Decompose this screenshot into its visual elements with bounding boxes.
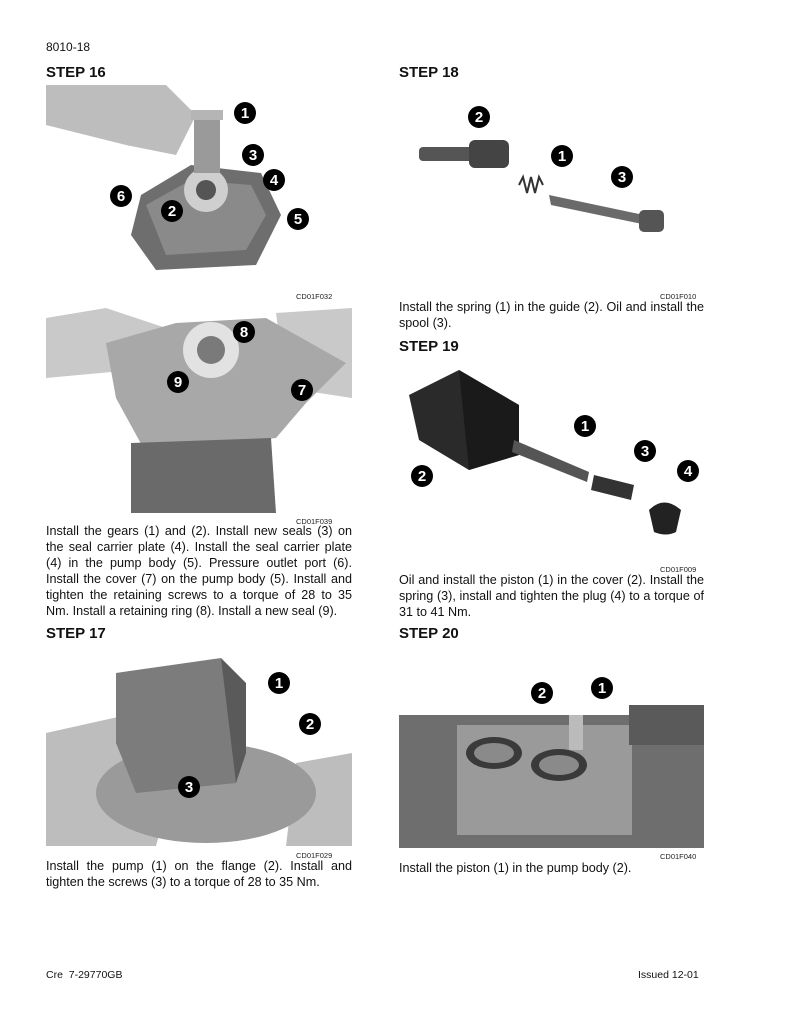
- callout-label: 3: [618, 169, 626, 186]
- callout-label: 7: [298, 382, 306, 399]
- figure-code: CD01F029: [296, 851, 333, 860]
- page-number: 8010-18: [46, 40, 91, 54]
- callout-label: 1: [598, 680, 606, 697]
- callout-label: 3: [249, 147, 257, 164]
- step-17-instructions: Install the pump (1) on the flange (2). …: [46, 859, 352, 889]
- step-20-photo: 2 1: [399, 675, 704, 848]
- callout-label: 1: [581, 418, 589, 435]
- step-17-photo: 1 2 3: [46, 653, 352, 846]
- figure-code: CD01F009: [660, 565, 697, 574]
- callout-label: 2: [168, 203, 176, 220]
- callout-label: 4: [270, 172, 279, 189]
- step-18-photo: 2 1 3: [399, 85, 704, 285]
- footer-document-code: Cre 7-29770GB: [46, 969, 123, 981]
- callout-label: 1: [275, 675, 283, 692]
- step-16-photo-2: 8 9 7: [46, 308, 352, 513]
- figure-code: CD01F039: [296, 517, 333, 526]
- callout-label: 6: [117, 188, 125, 205]
- callout-label: 1: [241, 105, 249, 122]
- step-16-heading: STEP 16: [46, 64, 106, 81]
- callout-label: 9: [174, 374, 182, 391]
- callout-label: 5: [294, 211, 302, 228]
- callout-label: 2: [538, 685, 546, 702]
- callout-label: 1: [558, 148, 566, 165]
- step-16-photo-1: 1 2 3 4 5 6: [46, 85, 352, 285]
- step-19-photo: 1 3 2 4: [399, 360, 704, 560]
- step-16-instructions: Install the gears (1) and (2). Install n…: [46, 524, 352, 618]
- callout-label: 4: [684, 463, 693, 480]
- step-18-heading: STEP 18: [399, 64, 459, 81]
- step-17-heading: STEP 17: [46, 625, 106, 642]
- callout-label: 8: [240, 324, 248, 341]
- callout-label: 3: [185, 779, 193, 796]
- step-20-instructions: Install the piston (1) in the pump body …: [399, 861, 632, 875]
- footer-issue-date: Issued 12-01: [638, 969, 699, 981]
- figure-code: CD01F040: [660, 852, 697, 861]
- callout-label: 2: [306, 716, 314, 733]
- step-18-instructions: Install the spring (1) in the guide (2).…: [399, 300, 704, 330]
- callout-label: 2: [475, 109, 483, 126]
- step-19-heading: STEP 19: [399, 338, 459, 355]
- figure-code: CD01F032: [296, 292, 333, 301]
- figure-code: CD01F010: [660, 292, 697, 301]
- callout-label: 3: [641, 443, 649, 460]
- step-19-instructions: Oil and install the piston (1) in the co…: [399, 573, 704, 619]
- callout-label: 2: [418, 468, 426, 485]
- step-20-heading: STEP 20: [399, 625, 459, 642]
